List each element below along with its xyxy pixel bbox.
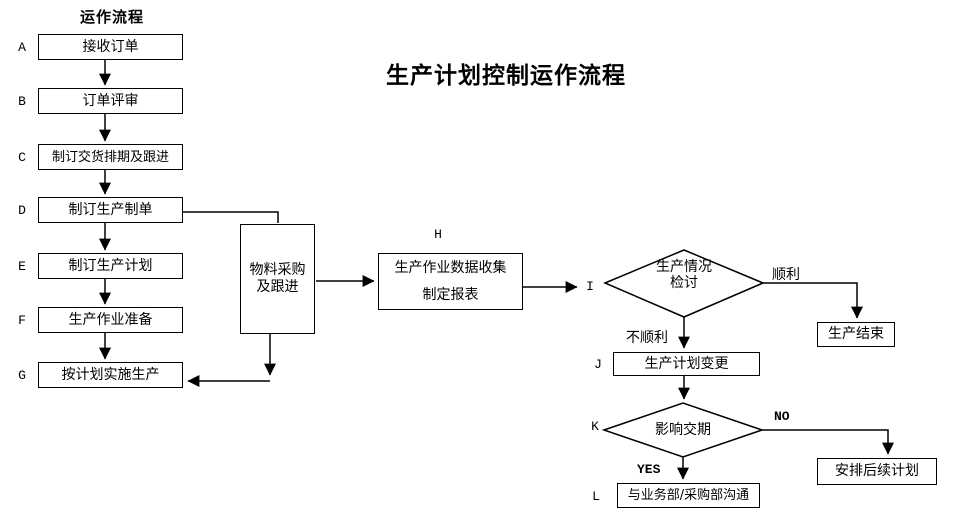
flow-letter-g: G <box>18 368 26 383</box>
flow-letter-h: H <box>434 227 442 242</box>
decision-i-line1: 生产情况 <box>656 259 712 275</box>
column-header: 运作流程 <box>80 8 145 26</box>
decision-diamond-k <box>601 402 765 458</box>
decision-i-line2: 检讨 <box>670 275 698 291</box>
flow-letter-i: I <box>586 279 594 294</box>
material-box-line1: 物料采购 <box>249 262 306 278</box>
branch-label-not-smooth: 不顺利 <box>626 330 668 346</box>
arrow-i-smooth-to-end <box>763 282 863 319</box>
branch-label-no: NO <box>774 409 790 424</box>
flow-box-production-plan: 制订生产计划 <box>38 253 183 279</box>
line-d-to-material <box>183 211 279 223</box>
flow-box-data-collection: 生产作业数据收集 制定报表 <box>378 253 523 310</box>
flow-box-delivery-schedule: 制订交货排期及跟进 <box>38 144 183 170</box>
material-box-line2: 及跟进 <box>256 279 299 295</box>
page-title: 生产计划控制运作流程 <box>386 63 626 89</box>
flow-box-work-preparation: 生产作业准备 <box>38 307 183 333</box>
flow-letter-b: B <box>18 94 26 109</box>
flow-letter-j: J <box>594 357 602 372</box>
decision-i-text: 生产情况 检讨 <box>605 259 763 291</box>
flow-box-plan-change: 生产计划变更 <box>613 352 760 376</box>
flow-letter-f: F <box>18 313 26 328</box>
data-collection-line1: 生产作业数据收集 <box>394 259 507 276</box>
flow-box-material-purchasing: 物料采购 及跟进 <box>240 224 315 334</box>
flow-letter-l: L <box>592 489 600 504</box>
arrow-k-no-to-followup <box>762 429 894 455</box>
branch-label-smooth: 顺利 <box>772 267 800 283</box>
data-collection-line2: 制定报表 <box>422 286 479 303</box>
flow-box-production-order: 制订生产制单 <box>38 197 183 223</box>
flow-letter-a: A <box>18 40 26 55</box>
flow-box-receive-order: 接收订单 <box>38 34 183 60</box>
flow-box-followup-plan: 安排后续计划 <box>817 458 937 485</box>
flow-letter-d: D <box>18 203 26 218</box>
branch-label-yes: YES <box>637 462 661 477</box>
decision-k-text: 影响交期 <box>655 422 711 438</box>
flow-letter-c: C <box>18 150 26 165</box>
flow-box-communicate: 与业务部/采购部沟通 <box>617 483 760 508</box>
flow-box-execute-production: 按计划实施生产 <box>38 362 183 388</box>
flow-box-order-review: 订单评审 <box>38 88 183 114</box>
flow-letter-k: K <box>591 419 599 434</box>
decision-diamond-i <box>603 249 765 318</box>
flow-box-production-end: 生产结束 <box>817 322 895 347</box>
flow-letter-e: E <box>18 259 26 274</box>
